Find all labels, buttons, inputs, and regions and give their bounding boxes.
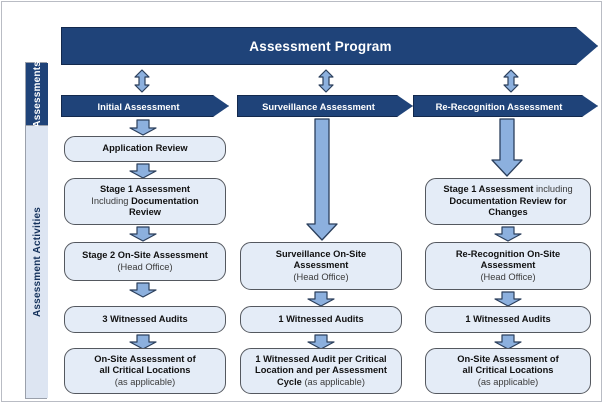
box-text: 3 Witnessed Audits [102, 313, 188, 324]
arrow-down-surveillance-2 [306, 291, 336, 307]
phase-header-rerecognition-assessment: Re-Recognition Assessment [413, 95, 598, 117]
box-text-line1: Stage 2 On-Site Assessment [82, 249, 208, 260]
sidebar-section-assessment-activities: Assessment Activities [26, 126, 48, 398]
box-1-witnessed-audit-per-critical-location: 1 Witnessed Audit per Critical Location … [240, 348, 402, 394]
box-text-line3-bold: Cycle [277, 376, 305, 387]
arrow-down-rerecognition-3 [493, 291, 523, 307]
box-text-line1-bold: Stage 1 Assessment [443, 184, 536, 195]
phase-label-rerecognition: Re-Recognition Assessment [435, 100, 563, 112]
assessment-program-banner: Assessment Program [61, 27, 598, 65]
box-text-line3: (Head Office) [480, 271, 536, 282]
double-arrow-icon-rerecognition [502, 69, 520, 93]
box-rerecognition-on-site-assessment: Re-Recognition On-Site Assessment (Head … [425, 242, 591, 290]
box-text-line3: (as applicable) [114, 376, 176, 387]
arrow-down-initial-1 [128, 119, 158, 136]
box-text-line2: (Head Office) [117, 261, 173, 272]
box-text: 1 Witnessed Audits [278, 313, 364, 324]
box-text-line1: Re-Recognition On-Site [455, 248, 561, 259]
box-text-line1-regular: including [535, 184, 573, 195]
box-text-line1: Surveillance On-Site [275, 248, 367, 259]
box-text-line3: Review [128, 207, 162, 218]
box-application-review: Application Review [64, 136, 226, 162]
sidebar-label-assessment-activities: Assessment Activities [31, 207, 43, 317]
sidebar-section-assessments: Assessments [26, 60, 48, 128]
phase-header-surveillance-assessment: Surveillance Assessment [237, 95, 413, 117]
sidebar-label-assessments: Assessments [31, 60, 43, 128]
box-text-line3: Changes [488, 207, 528, 218]
box-text-line2-regular: Including [91, 195, 132, 206]
sidebar-rail: Assessments Assessment Activities [25, 60, 48, 399]
arrow-down-long-rerecognition [490, 118, 524, 178]
box-text-line2: Assessment [293, 260, 349, 271]
phase-label-surveillance: Surveillance Assessment [262, 100, 375, 112]
box-text: 1 Witnessed Audits [465, 313, 551, 324]
arrow-down-initial-2 [128, 163, 158, 179]
box-1-witnessed-audits-surveillance: 1 Witnessed Audits [240, 306, 402, 333]
box-1-witnessed-audits-rerecognition: 1 Witnessed Audits [425, 306, 591, 333]
box-surveillance-on-site-assessment: Surveillance On-Site Assessment (Head Of… [240, 242, 402, 290]
phase-header-initial-assessment: Initial Assessment [61, 95, 229, 117]
box-text-line2: all Critical Locations [462, 365, 554, 376]
box-text-line1: On-Site Assessment of [457, 353, 559, 364]
box-text-line2: Location and per Assessment [255, 365, 387, 376]
box-text-line2: all Critical Locations [99, 365, 191, 376]
arrow-down-rerecognition-4 [493, 334, 523, 350]
box-stage-1-assessment: Stage 1 Assessment Including Documentati… [64, 178, 226, 225]
arrow-down-initial-5 [128, 334, 158, 350]
box-text-line2-bold: Documentation [131, 195, 199, 206]
box-text-line2: Documentation Review for [449, 195, 567, 206]
arrow-down-surveillance-3 [306, 334, 336, 350]
box-text: Application Review [102, 143, 188, 154]
arrow-down-long-surveillance [305, 118, 339, 242]
box-stage-2-on-site-assessment: Stage 2 On-Site Assessment (Head Office) [64, 242, 226, 281]
box-text-line3: (Head Office) [293, 271, 349, 282]
box-stage-1-assessment-rerecognition: Stage 1 Assessment including Documentati… [425, 178, 591, 225]
box-text-line1: 1 Witnessed Audit per Critical [255, 353, 387, 364]
arrow-down-rerecognition-2 [493, 226, 523, 242]
box-on-site-assessment-critical-locations-rerecognition: On-Site Assessment of all Critical Locat… [425, 348, 591, 394]
phase-label-initial: Initial Assessment [97, 100, 180, 112]
arrow-down-initial-4 [128, 282, 158, 298]
double-arrow-icon-initial [133, 69, 151, 93]
arrow-down-initial-3 [128, 226, 158, 242]
box-text-line1: On-Site Assessment of [94, 353, 196, 364]
double-arrow-icon-surveillance [317, 69, 335, 93]
box-text-line3: (as applicable) [477, 376, 539, 387]
box-text-line3-regular: (as applicable) [304, 376, 365, 387]
box-text-line1: Stage 1 Assessment [99, 184, 191, 195]
box-on-site-assessment-critical-locations-initial: On-Site Assessment of all Critical Locat… [64, 348, 226, 394]
box-text-line2: Assessment [480, 260, 536, 271]
box-3-witnessed-audits: 3 Witnessed Audits [64, 306, 226, 333]
assessment-program-title: Assessment Program [249, 38, 392, 54]
